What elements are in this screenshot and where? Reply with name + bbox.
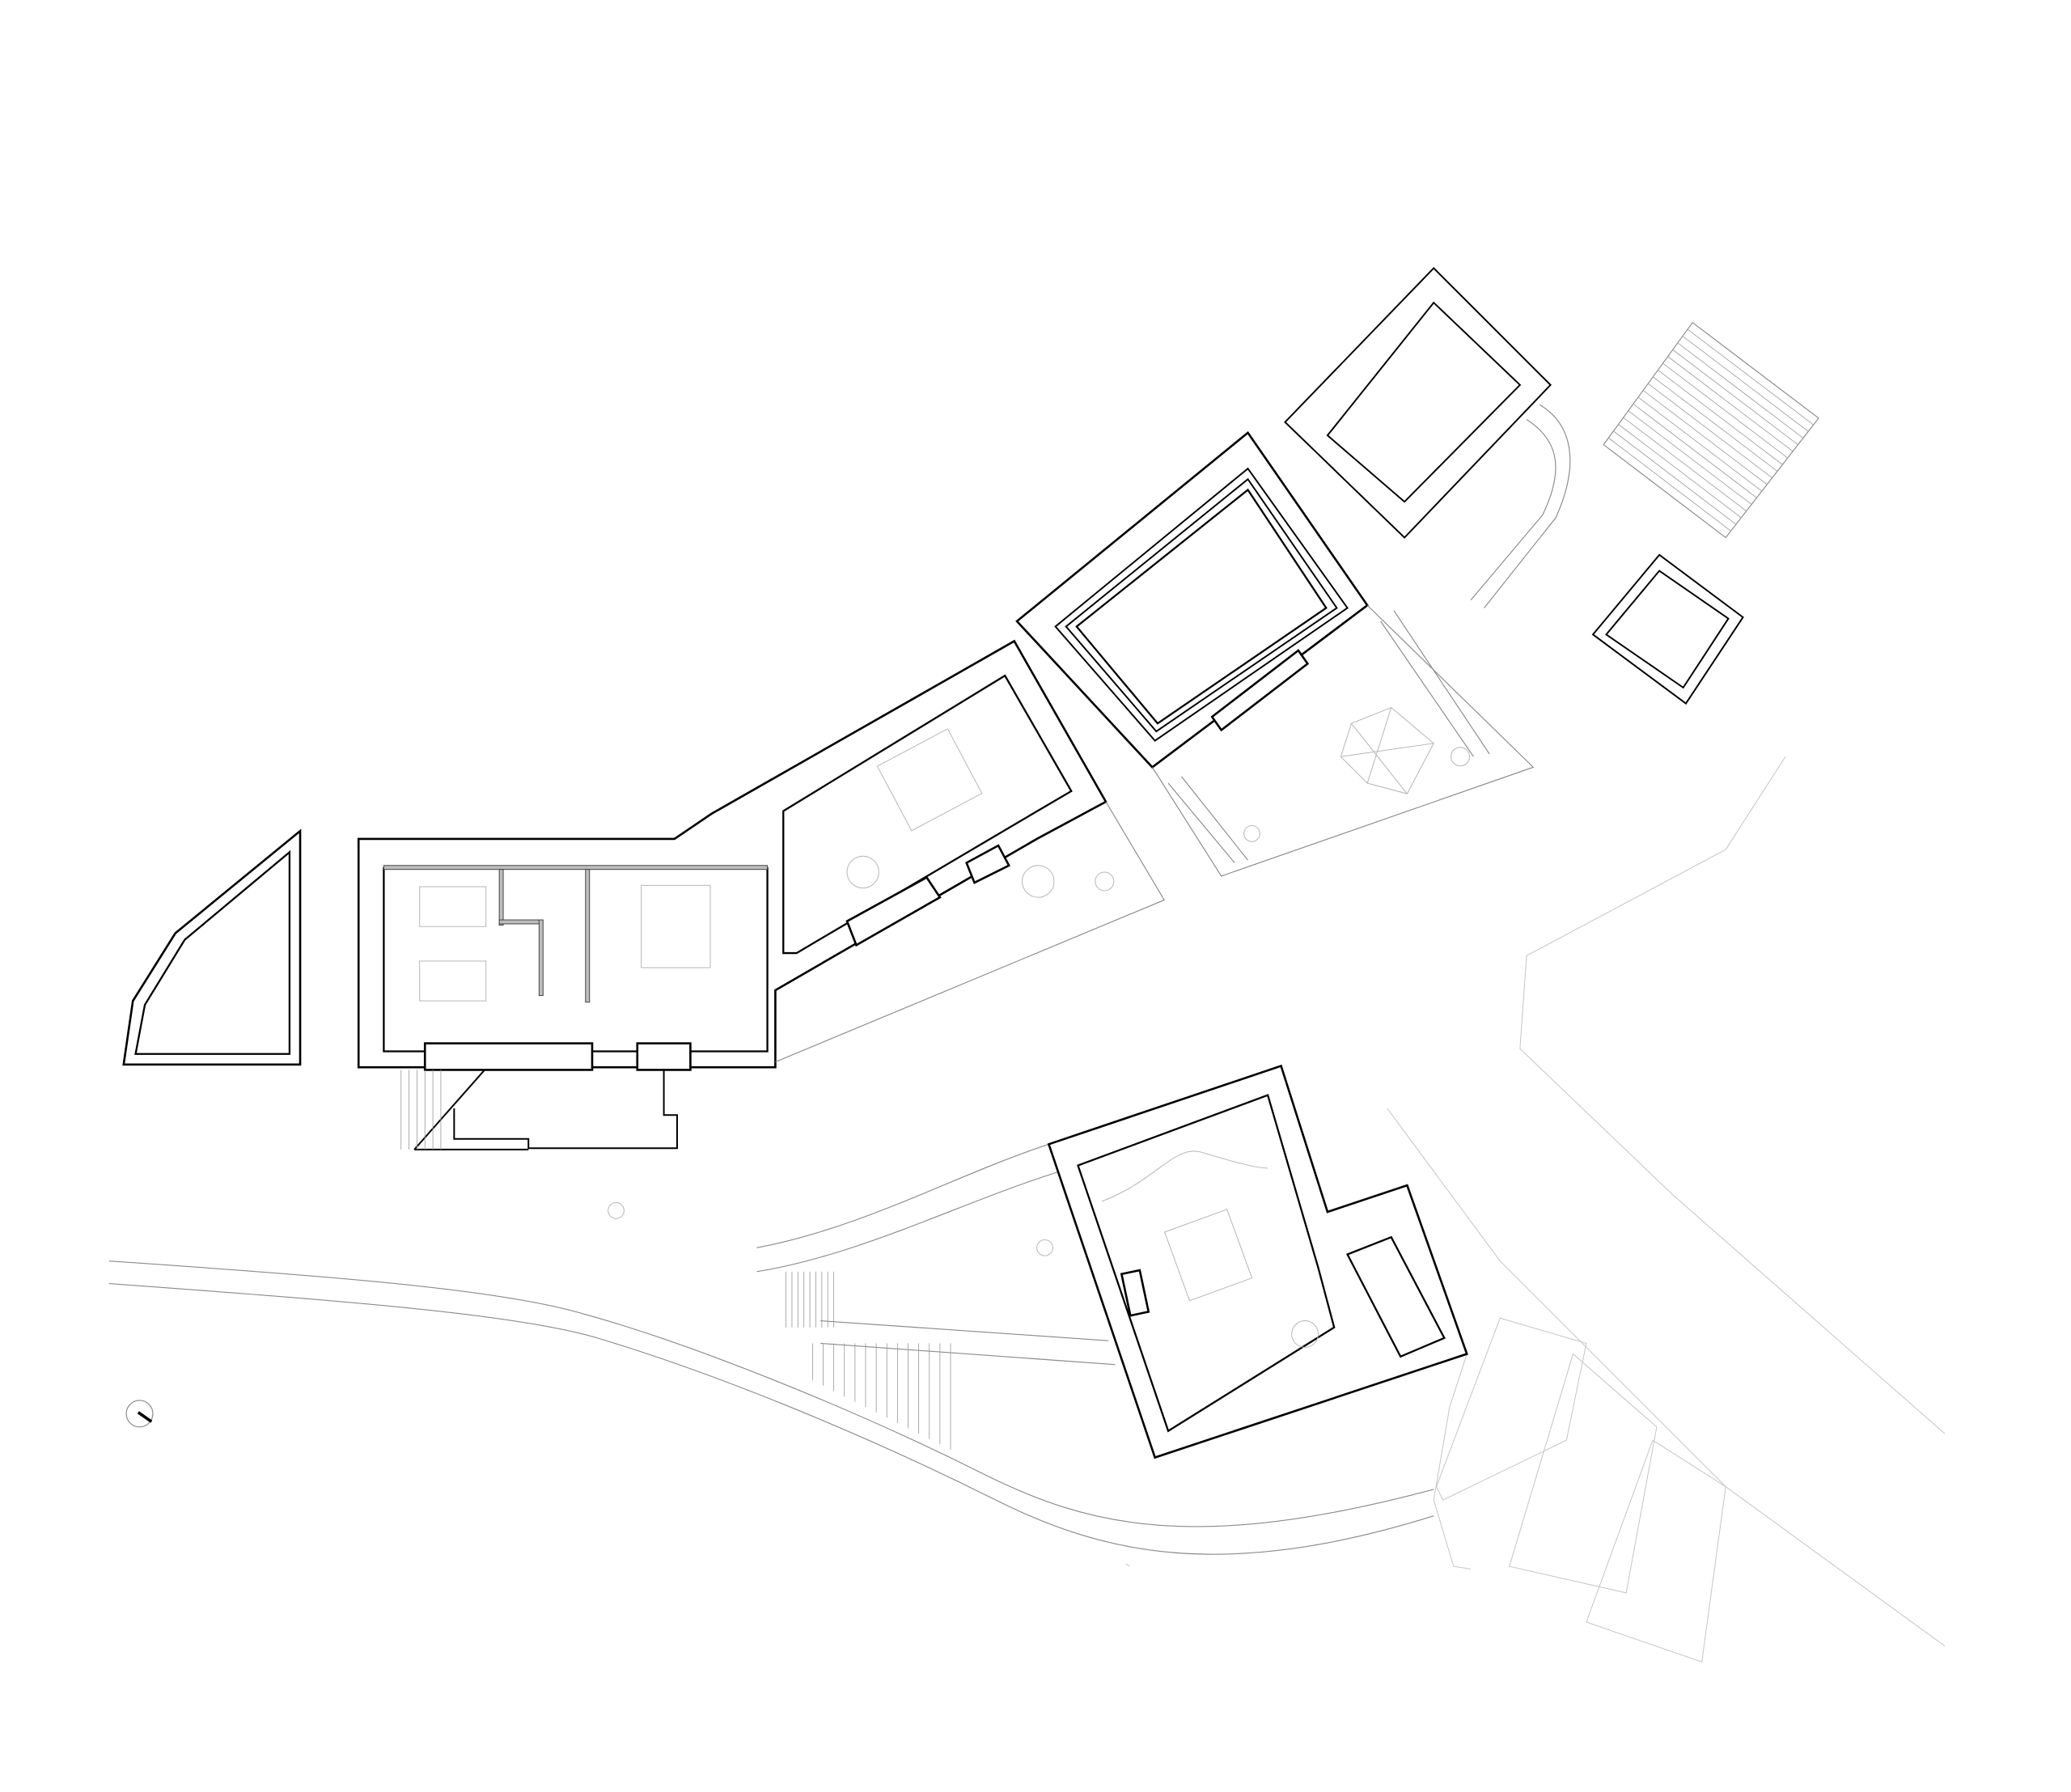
north-arrow-icon	[125, 1400, 154, 1428]
deck-board-line	[1637, 396, 1763, 492]
garden-steps	[786, 1271, 951, 1450]
deck-board-line	[1628, 410, 1752, 505]
partition-north	[383, 865, 769, 871]
tower-patio-edge	[1151, 604, 1535, 877]
pool-outer-edge	[1284, 267, 1552, 539]
furniture	[419, 728, 1115, 1256]
annex-stairs	[400, 1070, 442, 1150]
middle-wing-wall-block-1	[845, 875, 942, 947]
planter-outer	[1591, 553, 1744, 705]
deck-board-line	[1672, 349, 1798, 445]
deck-board-line	[1613, 430, 1737, 525]
annex-stair-diagonal	[413, 1069, 485, 1150]
west-outbuilding	[122, 828, 302, 1066]
middle-wing-patio-edge	[775, 801, 1165, 1063]
middle-wing-wall-block-2	[965, 844, 1010, 884]
plant-icon	[608, 1202, 625, 1219]
deck-board-line	[1633, 404, 1757, 498]
deck-board-line	[1642, 390, 1768, 485]
plant-icon	[1036, 1239, 1053, 1256]
tower-patio-steps-1	[1167, 610, 1490, 863]
deck-board-line	[1618, 424, 1742, 519]
partition-bath-1	[498, 869, 504, 926]
table-patio	[1022, 865, 1055, 898]
tower-interior	[1075, 488, 1328, 725]
partition-bath-3	[498, 919, 543, 925]
deck-board-line	[1667, 356, 1794, 452]
parasol-icon	[1340, 706, 1434, 794]
terrace-step-2	[1509, 1353, 1658, 1594]
planter-inner	[1605, 570, 1730, 689]
deck-board-line	[1608, 437, 1731, 532]
deck-board-line	[1662, 362, 1789, 459]
deck-board-line	[1647, 383, 1772, 478]
twin-bed-2	[419, 960, 487, 1002]
south-house-table	[1291, 1320, 1319, 1348]
south-house	[1047, 1064, 1468, 1459]
plant-icon	[1243, 747, 1471, 842]
pool-inner-edge	[1326, 301, 1522, 503]
road-lower-edge	[108, 1283, 1434, 1555]
slope-line-2	[1387, 1108, 1946, 1646]
terrace-edge-upper	[820, 1320, 1109, 1341]
south-house-stair	[1120, 1269, 1150, 1317]
pool	[1284, 267, 1571, 608]
terrace-edge-lower	[820, 1342, 1116, 1366]
double-bed-middle	[876, 728, 983, 832]
south-house-bed	[1163, 1209, 1253, 1302]
terrain-lines	[108, 756, 1946, 1663]
partition-bath-2	[585, 869, 591, 1003]
deck	[1603, 321, 1819, 539]
path-curve-small	[1125, 1563, 1130, 1567]
south-house-bathroom	[1345, 1235, 1446, 1358]
deck-board-line	[1682, 336, 1809, 432]
path-to-south-house-upper	[756, 1143, 1049, 1248]
south-wall-block-2	[636, 1042, 692, 1071]
partition-bath-4	[538, 919, 544, 997]
tower-inner-line-1	[1054, 467, 1349, 742]
south-house-main-room	[1077, 1094, 1336, 1433]
plant-icon	[1095, 871, 1115, 892]
south-house-curtain	[1101, 1150, 1268, 1202]
planter	[1591, 553, 1744, 705]
west-outbuilding-inner-wall	[134, 849, 291, 1055]
deck-board-line	[1677, 342, 1804, 438]
road-upper-edge	[108, 1260, 1434, 1527]
slope-line-3	[1433, 1354, 1472, 1570]
south-wall-block-1	[423, 1042, 594, 1071]
slope-line-1	[1519, 756, 1946, 1434]
deck-board-line	[1658, 370, 1783, 465]
deck-board-line	[1623, 417, 1747, 512]
west-wing-interior	[383, 866, 769, 1053]
terrace-step-3	[1586, 1439, 1726, 1663]
deck-board-line	[1687, 328, 1814, 426]
path-to-south-house-lower	[756, 1170, 1062, 1273]
annex-wall	[453, 1070, 678, 1150]
tower-bench	[1210, 649, 1310, 732]
table-middle	[846, 855, 879, 889]
middle-wing-interior	[782, 674, 1073, 955]
terrace-step-1	[1435, 1317, 1587, 1501]
double-bed-west	[641, 884, 711, 968]
tower-inner-line-2	[1065, 477, 1338, 733]
deck-boards	[1608, 328, 1814, 532]
north-east-house	[1015, 430, 1535, 877]
twin-bed-1	[419, 886, 487, 927]
deck-board-line	[1653, 376, 1778, 472]
main-house	[357, 639, 1165, 1150]
pool-path	[1470, 404, 1571, 608]
